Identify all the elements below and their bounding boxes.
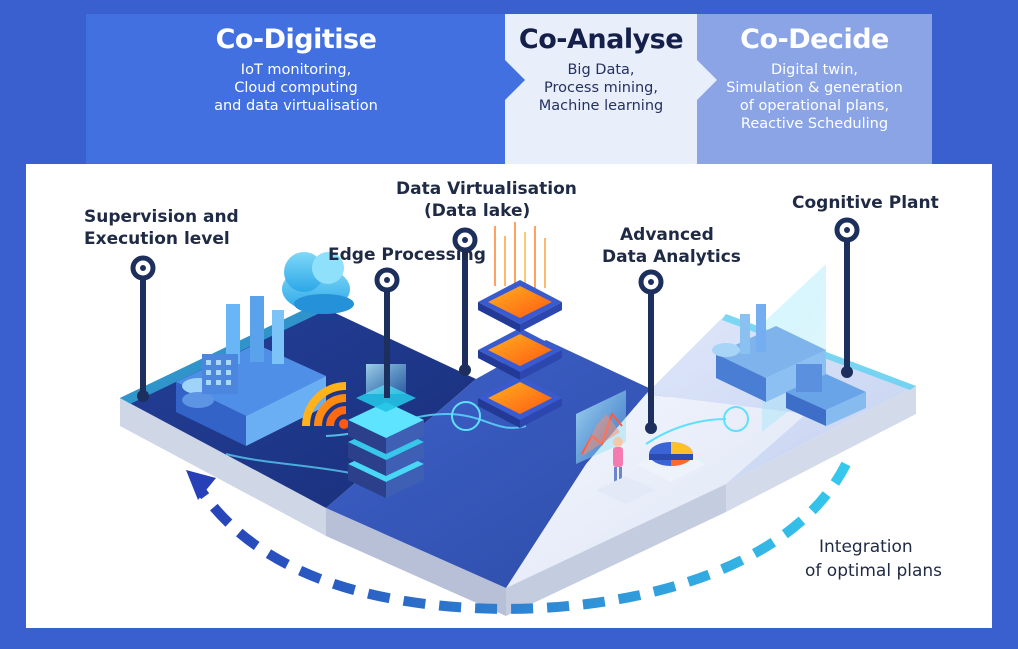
stage-description: IoT monitoring, Cloud computing and data… (214, 62, 378, 114)
platform-side (506, 484, 726, 616)
platform-side (326, 508, 506, 616)
circuit-node (723, 406, 749, 432)
analytics-screen (576, 390, 626, 464)
platform-tile-analytics (506, 394, 806, 588)
factory-icon (176, 296, 326, 446)
pin-virtualisation (452, 227, 478, 376)
platform-side (120, 398, 326, 536)
stage-title: Co-Analyse (518, 24, 684, 55)
chevron-icon (505, 60, 525, 100)
diagram-panel: Supervision and Execution level Edge Pro… (26, 164, 992, 628)
label-supervision-line2: Execution level (84, 229, 230, 249)
label-analytics-line1: Advanced (620, 225, 714, 245)
label-virtualisation-line1: Data Virtualisation (396, 179, 577, 199)
stage-title: Co-Digitise (215, 24, 377, 55)
pin-cognitive (834, 217, 860, 378)
stage-title: Co-Decide (740, 24, 889, 55)
data-chip-icon (478, 222, 562, 428)
circuit-line (645, 418, 727, 445)
pie-chart-icon (636, 442, 706, 482)
wifi-icon (302, 382, 349, 429)
label-edge: Edge Processing (328, 245, 486, 265)
stage-co-analyse: Co-Analyse Big Data, Process mining, Mac… (505, 14, 697, 164)
feedback-arrow (186, 461, 851, 614)
platform-side (726, 386, 916, 512)
factory-icon (712, 264, 866, 432)
label-integration-line1: Integration (819, 537, 913, 557)
pin-analytics (638, 269, 664, 434)
arrow-head-icon (186, 470, 216, 500)
label-integration-line2: of optimal plans (805, 561, 942, 581)
pin-edge (374, 267, 400, 398)
label-cognitive: Cognitive Plant (792, 193, 939, 213)
label-analytics-line2: Data Analytics (602, 247, 741, 267)
stage-chevrons (505, 60, 717, 100)
circuit-line (225, 453, 357, 475)
stage-co-decide: Co-Decide Digital twin, Simulation & gen… (697, 14, 932, 164)
circuit-node (451, 401, 481, 431)
pin-supervision (130, 255, 156, 402)
stage-description: Digital twin, Simulation & generation of… (726, 62, 903, 132)
cloud-icon (282, 252, 354, 314)
server-stack-icon (348, 364, 424, 498)
platform-diagram: Supervision and Execution level Edge Pro… (84, 179, 942, 616)
stage-co-digitise: Co-Digitise IoT monitoring, Cloud comput… (86, 14, 506, 164)
label-supervision-line1: Supervision and (84, 207, 239, 227)
person-icon (596, 437, 656, 504)
chevron-icon (697, 60, 717, 100)
label-virtualisation-line2: (Data lake) (424, 201, 530, 221)
stage-description: Big Data, Process mining, Machine learni… (538, 62, 664, 114)
